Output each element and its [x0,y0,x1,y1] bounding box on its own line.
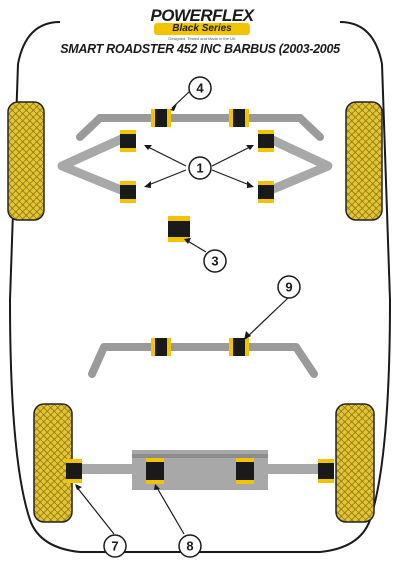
callout-circle-3 [203,249,227,273]
leader-lines [75,90,289,535]
callout-label-4: 4 [196,81,204,96]
bush-wishbone-right-rear [258,181,274,203]
callout-circle-1 [188,156,212,180]
powerflex-logo: POWERFLEX Black Series Designed, Tested … [126,6,278,41]
bush-rear-beam-left [66,459,82,483]
bush-rear-arb-left [151,338,171,356]
rear-right-tyre [335,403,375,523]
logo-tagline: Designed, Tested and Made in the UK [168,36,236,41]
bush-rear-subframe-right [236,458,254,484]
logo-brand-name: POWERFLEX [150,6,254,25]
rear-anti-roll-bar [88,343,318,378]
front-left-tyre [7,101,45,221]
bush-wishbone-right-front [258,130,274,152]
callout-circle-4 [188,76,212,100]
front-anti-roll-bar [76,114,324,141]
bush-rear-subframe-left [146,458,164,484]
callout-label-7: 7 [111,539,118,554]
callout-circle-9 [277,275,301,299]
callout-label-9: 9 [285,280,292,295]
callout-circle-7 [103,534,127,558]
callout-circle-8 [178,534,202,558]
front-right-wishbone [264,132,333,197]
bush-wishbone-left-front [120,130,136,152]
callout-label-3: 3 [211,254,218,269]
bush-front-arb-right [229,109,249,127]
bush-rear-arb-right [229,338,249,356]
bush-front-arb-left [151,109,171,127]
front-right-tyre [345,101,383,221]
bush-rear-beam-right [318,459,334,483]
callout-label-8: 8 [186,539,193,554]
logo-series: Black Series [154,23,250,35]
bush-standalone [168,216,190,242]
callout-label-1: 1 [196,161,203,176]
rear-subframe-top [132,454,268,458]
arrow-heads [75,104,254,490]
front-left-wishbone [57,132,128,197]
page-title: SMART ROADSTER 452 INC BARBUS (2003-2005 [60,42,340,56]
bush-wishbone-left-rear [120,181,136,203]
